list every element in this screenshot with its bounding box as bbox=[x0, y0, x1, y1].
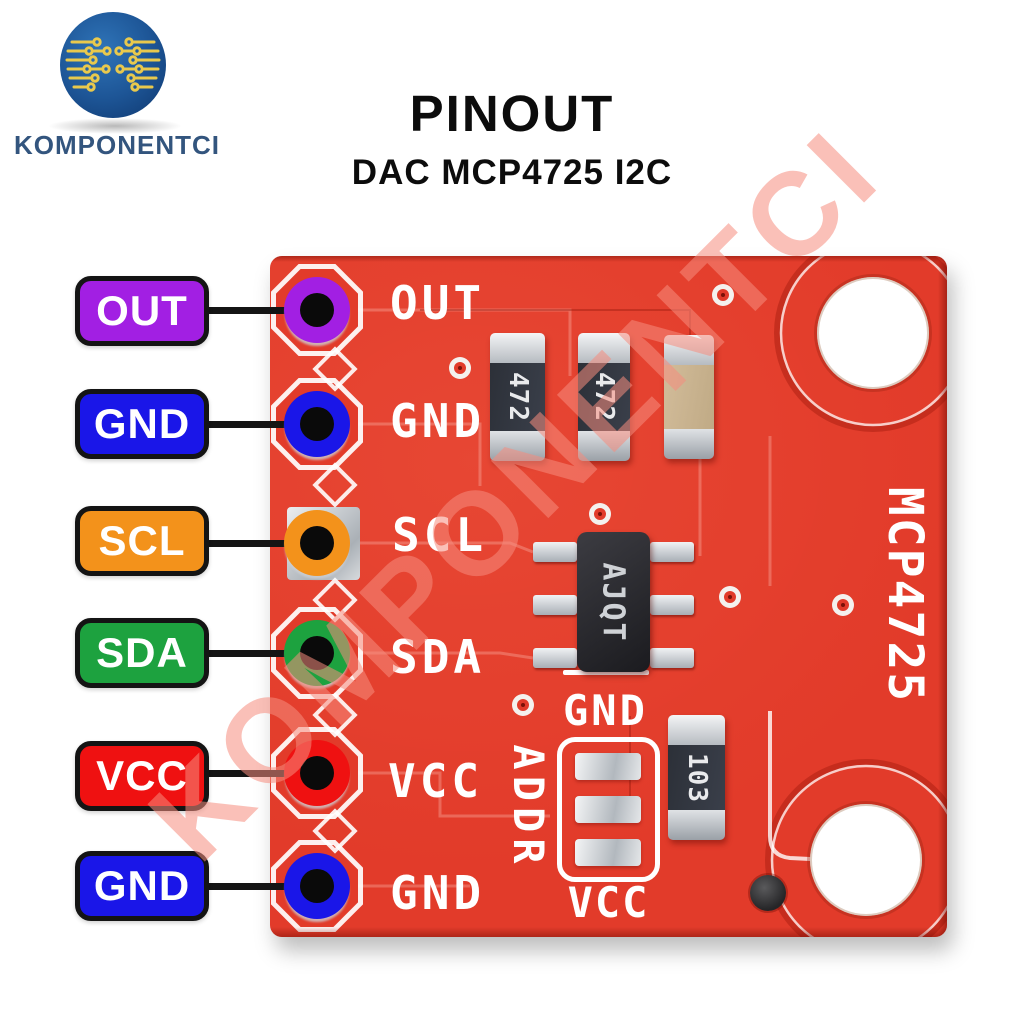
chip-pin bbox=[533, 595, 577, 615]
connector-line-out bbox=[202, 307, 320, 314]
silk-label-jumper-vcc: VCC bbox=[567, 878, 650, 927]
chip-pin bbox=[650, 595, 694, 615]
page-subtitle: DAC MCP4725 I2C bbox=[351, 153, 673, 192]
chip-silk-bar bbox=[563, 670, 649, 675]
board-edge-shade bbox=[270, 256, 947, 262]
pin-label-scl-text: SCL bbox=[98, 517, 186, 564]
via bbox=[589, 503, 611, 525]
pin-hole-vcc-center bbox=[300, 756, 334, 790]
silk-label-out: OUT bbox=[390, 276, 486, 330]
pin-hole-scl bbox=[284, 510, 350, 576]
silk-label-gnd-1: GND bbox=[390, 394, 486, 448]
silk-label-addr: ADDR bbox=[504, 744, 554, 870]
chip-pin bbox=[533, 648, 577, 668]
pin-label-gnd-2: GND bbox=[75, 851, 209, 921]
connector-line-gnd-1 bbox=[202, 421, 320, 428]
chip-pin bbox=[650, 648, 694, 668]
addr-jumper-pad bbox=[575, 839, 641, 866]
silk-label-chip-gnd: GND bbox=[563, 686, 648, 735]
board-edge-shade bbox=[938, 256, 947, 937]
via bbox=[449, 357, 471, 379]
drill-hole bbox=[750, 875, 786, 911]
pin-hole-vcc bbox=[284, 740, 350, 806]
chip-pin bbox=[533, 542, 577, 562]
resistor-472-2: 472 bbox=[578, 333, 630, 461]
resistor-3-marking: 103 bbox=[681, 752, 712, 803]
silk-label-part-number: MCP4725 bbox=[877, 486, 933, 704]
connector-line-sda bbox=[202, 650, 320, 657]
pin-label-gnd-1-text: GND bbox=[93, 400, 191, 447]
pin-label-sda: SDA bbox=[75, 618, 209, 688]
silk-label-sda: SDA bbox=[390, 630, 486, 684]
brand-name: KOMPONENTCI bbox=[14, 130, 220, 160]
pin-label-vcc-text: VCC bbox=[96, 752, 188, 799]
resistor-103: 103 bbox=[668, 715, 725, 840]
mounting-hole-bottom-right bbox=[810, 804, 922, 916]
board-edge-shade bbox=[270, 927, 947, 937]
silk-label-vcc: VCC bbox=[388, 754, 484, 808]
silk-label-scl: SCL bbox=[392, 508, 488, 562]
logo-shadow bbox=[48, 118, 182, 134]
connector-line-vcc bbox=[202, 770, 320, 777]
pin-label-out: OUT bbox=[75, 276, 209, 346]
pin-hole-scl-center bbox=[300, 526, 334, 560]
circuit-ball-logo-icon bbox=[60, 12, 166, 118]
chip-marking: AJQT bbox=[596, 561, 631, 643]
pin-hole-gnd-1 bbox=[284, 391, 350, 457]
pin-hole-out bbox=[284, 277, 350, 343]
pin-label-gnd-1: GND bbox=[75, 389, 209, 459]
dac-chip: AJQT bbox=[577, 532, 650, 672]
pin-hole-sda bbox=[284, 620, 350, 686]
resistor-472-1: 472 bbox=[490, 333, 545, 461]
addr-jumper-pad bbox=[575, 753, 641, 780]
pin-label-scl: SCL bbox=[75, 506, 209, 576]
pcb-board: OUT GND SCL SDA VCC GND 472 472 AJQT GND bbox=[270, 256, 947, 937]
pin-label-vcc: VCC bbox=[75, 741, 209, 811]
page-title: PINOUT bbox=[409, 85, 615, 142]
via bbox=[712, 284, 734, 306]
pin-hole-gnd-2 bbox=[284, 853, 350, 919]
connector-line-scl bbox=[202, 540, 320, 547]
pin-hole-sda-center bbox=[300, 636, 334, 670]
via bbox=[719, 586, 741, 608]
silk-label-gnd-2: GND bbox=[390, 866, 486, 920]
capacitor bbox=[664, 335, 714, 459]
resistor-2-marking: 472 bbox=[589, 372, 619, 422]
addr-jumper-pad bbox=[575, 796, 641, 823]
pin-label-out-text: OUT bbox=[96, 287, 188, 334]
pin-hole-out-center bbox=[300, 293, 334, 327]
pin-hole-gnd-1-center bbox=[300, 407, 334, 441]
resistor-1-marking: 472 bbox=[502, 372, 533, 422]
via bbox=[832, 594, 854, 616]
mounting-hole-top-right bbox=[817, 277, 929, 389]
chip-pin bbox=[650, 542, 694, 562]
pin-hole-gnd-2-center bbox=[300, 869, 334, 903]
via bbox=[512, 694, 534, 716]
addr-jumper-outline bbox=[557, 737, 660, 882]
pin-label-sda-text: SDA bbox=[96, 629, 188, 676]
connector-line-gnd-2 bbox=[202, 883, 320, 890]
pin-label-gnd-2-text: GND bbox=[93, 862, 191, 909]
brand-logo bbox=[58, 10, 168, 125]
